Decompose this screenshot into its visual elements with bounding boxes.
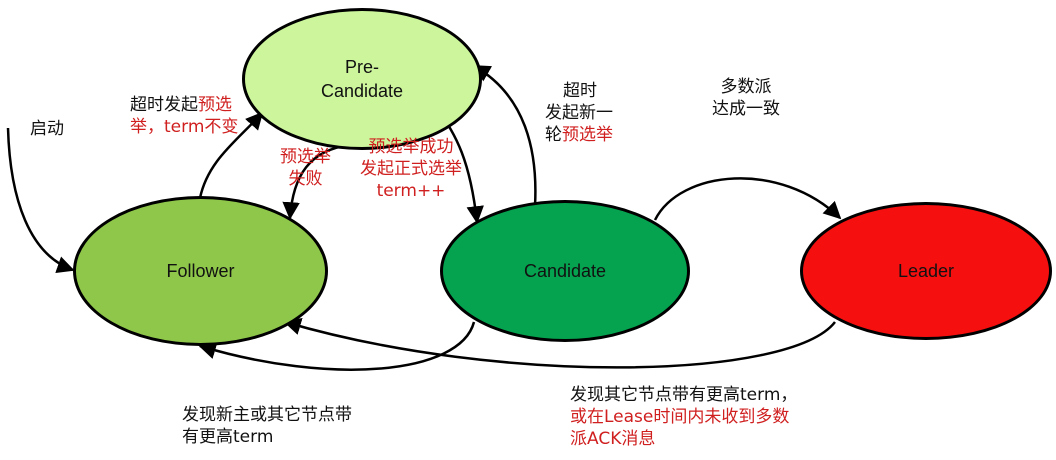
label-follower-timeout: 超时发起预选 举，term不变 — [130, 95, 239, 137]
state-candidate-label: Candidate — [523, 260, 607, 281]
arrow-follower-to-precandidate — [198, 111, 264, 199]
state-pre-candidate-label: Pre- Candidate — [320, 57, 404, 101]
state-candidate: Candidate — [440, 200, 690, 342]
label-prevote-fail: 预选举 失败 — [280, 147, 331, 189]
label-majority: 多数派 达成一致 — [712, 77, 780, 119]
arrow-leader-to-follower — [283, 318, 836, 369]
state-follower: Follower — [73, 196, 328, 346]
arrow-candidate-to-follower — [198, 321, 476, 371]
arrow-candidate-to-leader — [653, 177, 842, 221]
arrow-start-to-follower — [6, 127, 75, 274]
arrow-candidate-to-precandidate — [472, 64, 537, 207]
label-start: 启动 — [30, 119, 64, 139]
state-follower-label: Follower — [166, 260, 235, 281]
label-candidate-timeout: 超时 发起新一 轮预选举 — [545, 81, 613, 145]
label-prevote-success: 预选举成功 发起正式选举 term++ — [360, 137, 462, 201]
label-new-leader: 发现新主或其它节点带 有更高term — [182, 405, 352, 447]
label-leader-stepdown: 发现其它节点带有更高term， 或在Lease时间内未收到多数 派ACK消息 — [570, 385, 798, 449]
state-leader: Leader — [800, 202, 1052, 340]
state-pre-candidate: Pre- Candidate — [242, 8, 482, 150]
state-leader-label: Leader — [897, 260, 955, 281]
